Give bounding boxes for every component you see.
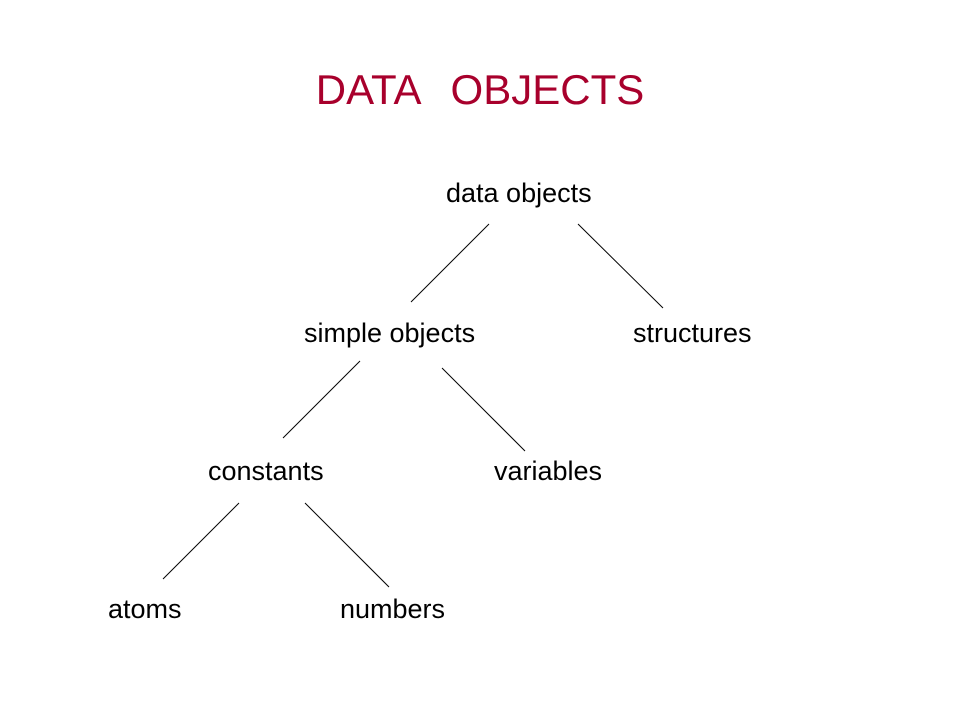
edge-data-objects-structures — [577, 223, 664, 309]
node-simple-objects: simple objects — [304, 318, 476, 348]
node-constants: constants — [208, 456, 324, 486]
edge-simple-objects-constants — [282, 360, 361, 439]
node-data-objects: data objects — [446, 178, 592, 208]
node-numbers: numbers — [340, 594, 446, 624]
node-variables: variables — [494, 456, 603, 486]
edge-simple-objects-variables — [441, 367, 526, 452]
node-atoms: atoms — [108, 594, 182, 624]
edge-constants-numbers — [304, 502, 390, 588]
edge-data-objects-simple-objects — [410, 223, 490, 303]
slide-title: DATA OBJECTS — [315, 66, 645, 113]
node-structures: structures — [633, 318, 752, 348]
edge-constants-atoms — [162, 502, 240, 580]
